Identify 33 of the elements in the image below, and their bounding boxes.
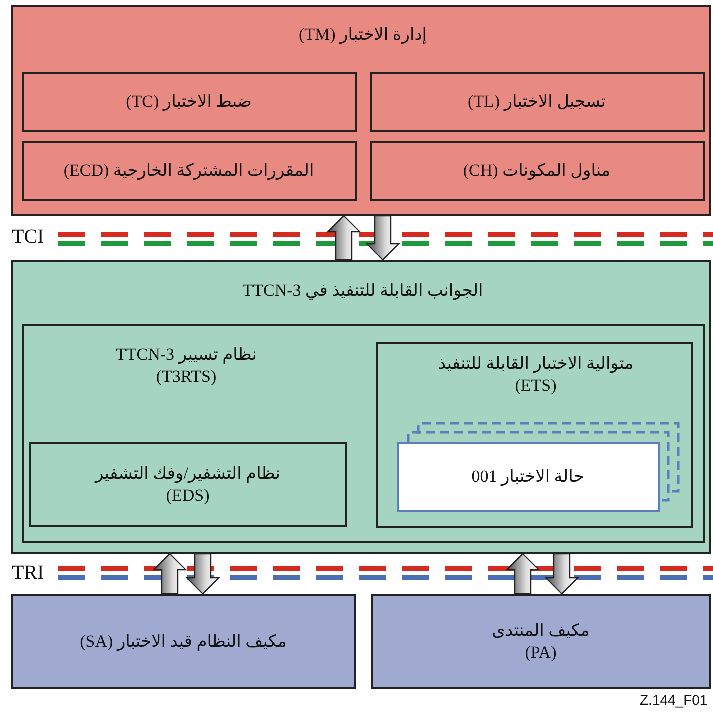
figure-id: Z.144_F01 — [640, 692, 708, 708]
module-box — [29, 442, 347, 527]
module-box — [22, 72, 356, 132]
box-title: نظام تسيير TTCN-3 (T3RTS) — [115, 344, 258, 388]
block-arrow — [544, 553, 580, 595]
test-case-box — [396, 442, 660, 512]
box-label: مكيف المنتدى (PA) — [491, 620, 591, 664]
module-box — [370, 140, 704, 200]
module-box — [22, 140, 356, 200]
module-box — [376, 342, 693, 528]
adapter-box — [371, 594, 711, 689]
box-label: مكيف النظام قيد الاختبار (SA) — [80, 630, 287, 652]
block-arrow — [326, 215, 362, 261]
block-arrow — [506, 553, 540, 595]
adapter-box — [11, 594, 356, 689]
module-box — [370, 72, 704, 132]
box-title: متوالية الاختبار القابلة للتنفيذ (ETS) — [437, 353, 635, 397]
box-label: ضبط الاختبار (TC) — [126, 90, 252, 112]
block-arrow — [186, 553, 220, 595]
box-label: نظام التشفير/وفك التشفير (EDS) — [94, 462, 282, 506]
module-panel — [11, 5, 711, 216]
box-label: تسجيل الاختبار (TL) — [468, 90, 606, 112]
box-title: إدارة الاختبار (TM) — [298, 24, 428, 46]
box-title: الجوانب القابلة للتنفيذ في TTCN-3 — [242, 280, 484, 302]
block-arrow — [366, 215, 400, 261]
interface-label: TRI — [12, 562, 44, 585]
box-label: حالة الاختبار 001 — [472, 466, 584, 488]
block-arrow — [152, 553, 188, 595]
runtime-box — [22, 324, 704, 542]
box-label: المقررات المشتركة الخارجية (ECD) — [64, 160, 314, 182]
interface-label: TCI — [12, 226, 44, 249]
module-panel — [11, 260, 711, 554]
box-label: مناول المكونات (CH) — [463, 160, 611, 182]
